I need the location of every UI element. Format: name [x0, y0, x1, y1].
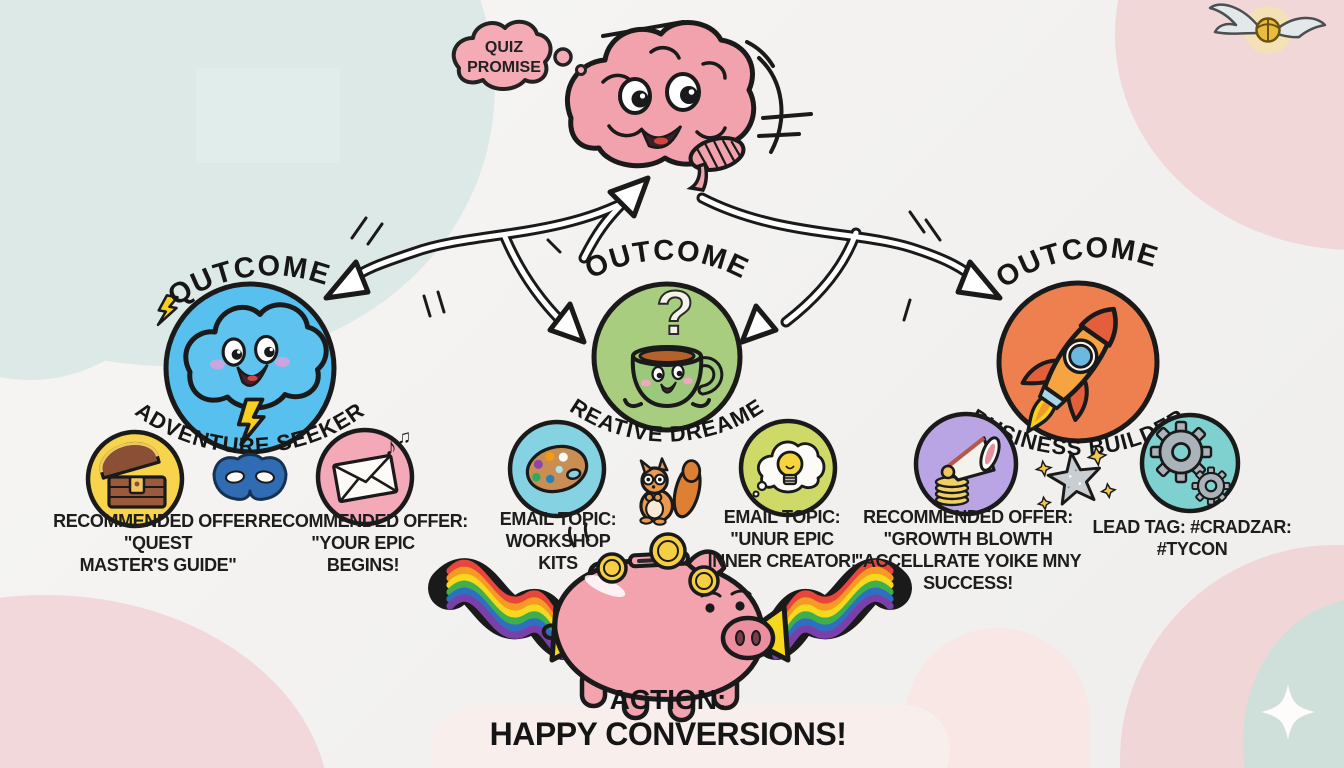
offer-line: "GROWTH BLOWTH: [883, 529, 1053, 549]
lead-tag-line: LEAD TAG: #CRADZAR:: [1092, 517, 1292, 537]
quiz-promise-label: QUIZ PROMISE: [452, 38, 556, 78]
offer-text-business: RECOMMENDED OFFER: "GROWTH BLOWTH "ACCEL…: [836, 506, 1100, 594]
teal-rectangle: [196, 68, 340, 163]
action-line-2: HAPPY CONVERSIONS!: [489, 716, 847, 752]
email-topic-creative-2: EMAIL TOPIC: "UNUR EPIC INNER CREATOR!: [664, 506, 900, 572]
coffee-cup-question-icon: ?: [623, 278, 724, 409]
offer-line: RECOMMENDED OFFER:: [863, 507, 1073, 527]
lightning-bolt-icon: [156, 294, 179, 327]
envelope-music-icon: ♪ ♫: [315, 427, 415, 527]
offer-line: BEGINS!: [326, 555, 400, 575]
arrowhead-center-left: [547, 301, 587, 345]
offer-line: SUCCESS!: [923, 573, 1013, 593]
bubble-line-2: PROMISE: [467, 59, 541, 76]
storm-cloud-icon: [183, 302, 329, 447]
email-line: "UNUR EPIC: [730, 529, 834, 549]
superhero-mask-icon: [212, 453, 288, 501]
sparkle-star-icon: [1034, 445, 1117, 511]
offer-line: "ACCELLRATE YOIKE MNY: [854, 551, 1082, 571]
arrowhead-left: [323, 259, 371, 301]
offer-line: MASTER'S GUIDE": [79, 555, 237, 575]
svg-text:?: ?: [656, 279, 694, 348]
brain-face: [618, 72, 701, 149]
email-line: KITS: [538, 553, 578, 573]
lead-tag-text: LEAD TAG: #CRADZAR: #TYCON: [1072, 516, 1312, 560]
offer-line: "YOUR EPIC: [311, 533, 415, 553]
sparkle-icon: [1261, 684, 1315, 740]
arrowhead-up: [607, 175, 651, 219]
arrowhead-center-right: [739, 303, 779, 345]
lead-tag-line: #TYCON: [1156, 539, 1228, 559]
lightbulb-cloud-icon: [738, 418, 838, 518]
action-caption: ACTION: HAPPY CONVERSIONS!: [458, 684, 878, 752]
treasure-chest-icon: [85, 429, 185, 529]
action-line-1: ACTION:: [609, 684, 727, 715]
megaphone-coins-icon: [913, 411, 1019, 517]
music-note-glyph: ♪: [385, 434, 397, 461]
offer-line: RECOMMENDED OFFER:: [258, 511, 468, 531]
brain-icon: [564, 20, 813, 192]
offer-line: RECOMMENDED OFFER:: [53, 511, 263, 531]
email-line: INNER CREATOR!: [707, 551, 857, 571]
email-line: EMAIL TOPIC:: [723, 507, 841, 527]
email-line: EMAIL TOPIC:: [499, 509, 617, 529]
offer-text-adventure-2: RECOMMENDED OFFER: "YOUR EPIC BEGINS!: [245, 510, 481, 576]
offer-text-adventure-1: RECOMMENDED OFFER: "QUEST MASTER'S GUIDE…: [40, 510, 276, 576]
squirrel-icon: [639, 457, 702, 526]
gears-icon: [1139, 412, 1241, 514]
svg-text:OUTCOME: OUTCOME: [580, 235, 754, 286]
rocket-icon: [1020, 306, 1118, 434]
email-line: WORKSHOP: [505, 531, 611, 551]
paint-palette-icon: [507, 419, 607, 519]
outcome-adventure-seeker: QUTCOME ADVENTURE SEEKER: [131, 240, 368, 458]
offer-line: "QUEST: [123, 533, 193, 553]
golden-snitch-icon: [1208, 3, 1327, 54]
flow-arrows: [323, 175, 1003, 345]
email-topic-creative-1: EMAIL TOPIC: WORKSHOP KITS: [440, 508, 676, 574]
coins-icon: [596, 532, 720, 597]
thought-bubble: [451, 19, 587, 91]
music-note-glyph2: ♫: [397, 427, 411, 448]
arrowhead-right: [955, 259, 1003, 301]
outcome-title-creative: OUTCOME: [580, 235, 752, 286]
bubble-line-1: QUIZ: [484, 39, 524, 56]
